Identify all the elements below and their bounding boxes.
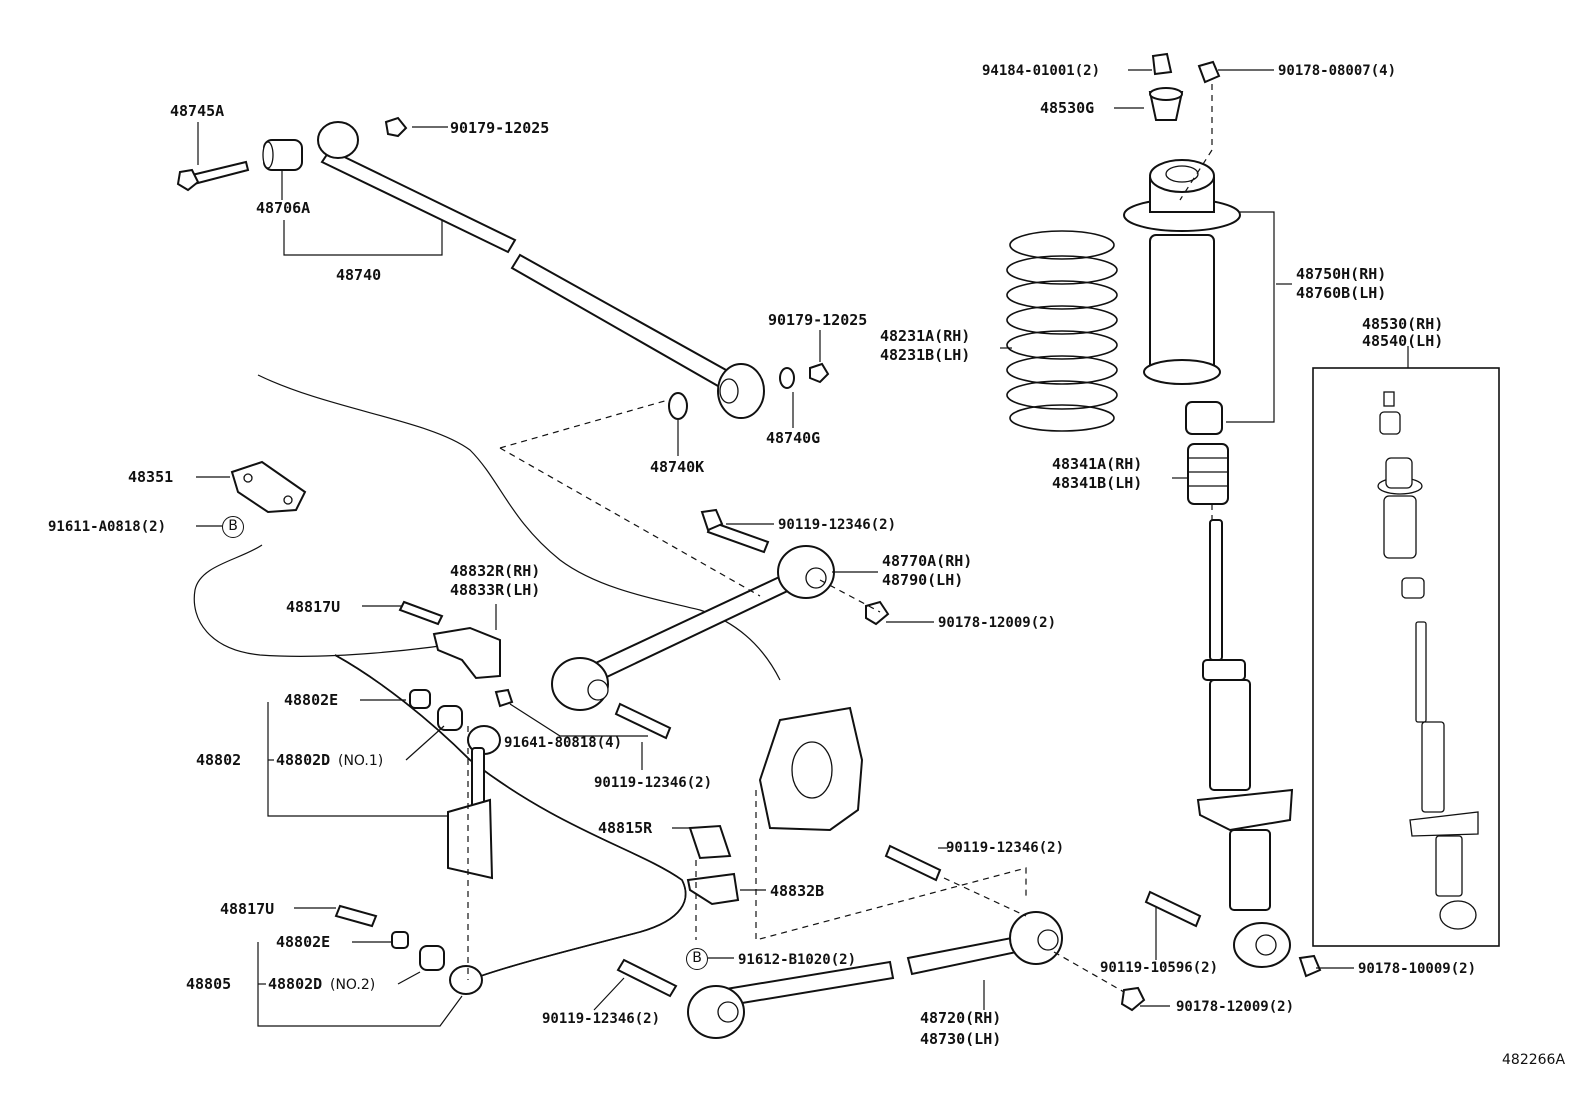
label-48540-lh: 48540(LH) [1362,332,1444,350]
label-48802D-no1: 48802D [276,751,331,769]
label-91611-A0818: 91611-A0818(2) [48,519,167,535]
coil-spring [1006,230,1118,432]
knuckle [758,706,864,832]
label-48832R: 48832R(RH) [450,562,541,580]
label-48530-rh: 48530(RH) [1362,315,1444,333]
label-91641-80818: 91641-80818(4) [504,735,623,751]
label-48770A: 48770A(RH) [882,552,973,570]
label-94184-01001: 94184-01001(2) [982,63,1101,79]
label-48530G: 48530G [1040,99,1095,117]
lateral-rod [551,508,890,740]
label-48740K: 48740K [650,458,705,476]
label-48815R: 48815R [598,819,653,837]
label-48740: 48740 [336,266,382,284]
inset-box [1312,367,1500,947]
label-48720: 48720(RH) [920,1009,1002,1027]
shock-upper-assembly [1123,52,1241,505]
upper-control-arm [176,116,830,420]
label-48802E-top: 48802E [284,691,339,709]
marker-b-top: B [222,516,244,538]
label-91612-B1020: 91612-B1020(2) [738,952,857,968]
label-48802D-no2-note: (NO.2) [330,977,376,993]
label-48740G: 48740G [766,429,821,447]
label-48802D-no2: 48802D [268,975,323,993]
shock-absorber [1196,519,1294,968]
label-48341B: 48341B(LH) [1052,474,1143,492]
label-48745A: 48745A [170,102,225,120]
label-48231A: 48231A(RH) [880,327,971,345]
label-90179-12025-mid: 90179-12025 [768,311,868,329]
label-48750H: 48750H(RH) [1296,265,1387,283]
label-90178-08007: 90178-08007(4) [1278,63,1397,79]
label-90179-12025-top: 90179-12025 [450,119,550,137]
marker-b-bottom: B [686,948,708,970]
label-48706A: 48706A [256,199,311,217]
label-48805: 48805 [186,975,232,993]
label-90178-10009: 90178-10009(2) [1358,961,1477,977]
label-48351: 48351 [128,468,174,486]
label-90119-10596: 90119-10596(2) [1100,960,1219,976]
leader-lines [196,69,1409,1027]
label-90119-12346-d: 90119-12346(2) [542,1011,661,1027]
label-48802E-bot: 48802E [276,933,331,951]
label-48790: 48790(LH) [882,571,964,589]
label-90119-12346-b: 90119-12346(2) [594,775,713,791]
dashed-lines [467,84,1213,993]
label-48760B: 48760B(LH) [1296,284,1387,302]
label-48341A: 48341A(RH) [1052,455,1143,473]
label-48802D-no1-note: (NO.1) [338,753,384,769]
label-90178-12009-a: 90178-12009(2) [938,615,1057,631]
label-48231B: 48231B(LH) [880,346,971,364]
diagram-id: 482266A [1502,1052,1566,1068]
label-90178-12009-b: 90178-12009(2) [1176,999,1295,1015]
label-48817U-top: 48817U [286,598,341,616]
label-48802: 48802 [196,751,242,769]
label-90119-12346-c: 90119-12346(2) [946,840,1065,856]
lower-control-arm [616,844,1322,1039]
label-90119-12346-a: 90119-12346(2) [778,517,897,533]
stabilizer-bar [334,600,740,995]
label-48730: 48730(LH) [920,1030,1002,1048]
label-48832B: 48832B [770,882,825,900]
bracket-48351 [230,460,307,514]
label-48833R: 48833R(LH) [450,581,541,599]
label-48817U-bot: 48817U [220,900,275,918]
